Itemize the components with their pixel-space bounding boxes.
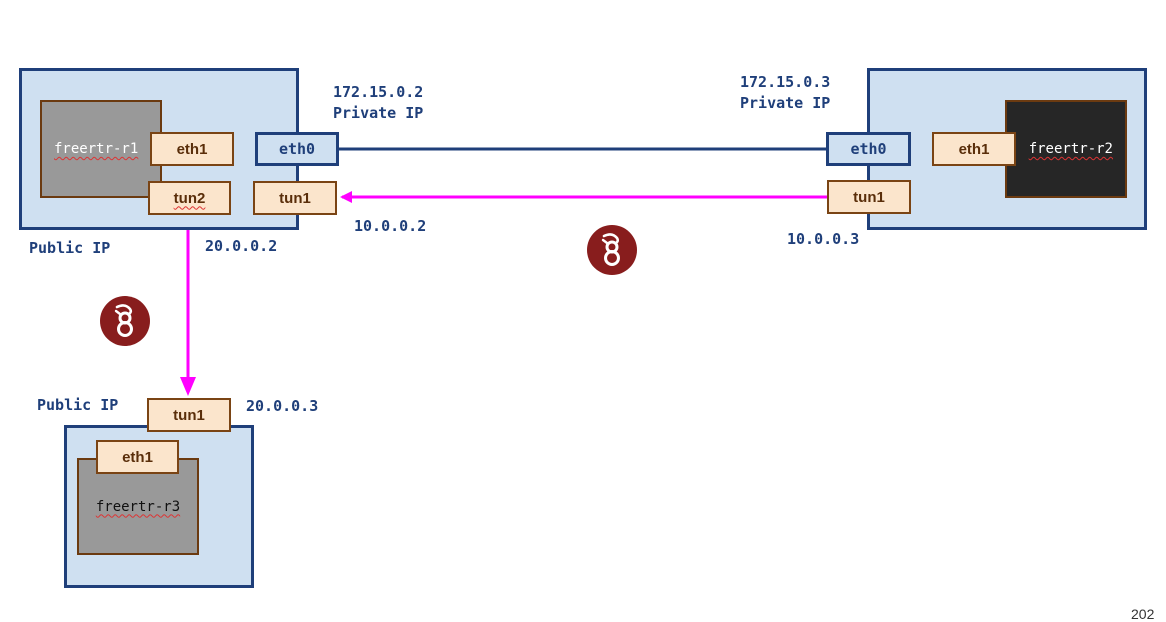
r1-public-caption: Public IP	[29, 239, 111, 257]
r2-tun1-ip: 10.0.0.3	[787, 230, 860, 248]
r3-tun1-interface[interactable]: tun1	[147, 398, 231, 432]
r2-private-ip: 172.15.0.3	[740, 73, 831, 91]
r1-private-ip: 172.15.0.2	[333, 83, 424, 101]
r1-tun2-label: tun2	[173, 189, 206, 207]
r3-public-ip: 20.0.0.3	[246, 397, 319, 415]
tunnel-link-r1-r3-arrowhead	[180, 377, 196, 396]
r2-eth0-interface[interactable]: eth0	[826, 132, 911, 166]
router-r2[interactable]: freertr-r2	[1005, 100, 1127, 198]
r3-public-caption: Public IP	[37, 396, 119, 414]
router-r2-name: freertr-r2	[1028, 141, 1113, 157]
r3-eth1-interface[interactable]: eth1	[96, 440, 179, 474]
wireguard-icon	[100, 296, 150, 346]
r1-eth0-interface[interactable]: eth0	[255, 132, 339, 166]
r1-private-caption: Private IP	[333, 104, 424, 122]
r2-eth1-interface[interactable]: eth1	[932, 132, 1016, 166]
r1-tun1-interface[interactable]: tun1	[253, 181, 337, 215]
r2-tun1-interface[interactable]: tun1	[827, 180, 911, 214]
wireguard-icon	[587, 225, 637, 275]
r2-private-caption: Private IP	[740, 94, 831, 112]
r1-tun1-ip: 10.0.0.2	[354, 217, 427, 235]
footer-text: 202	[1131, 606, 1155, 622]
r1-tun2-interface[interactable]: tun2	[148, 181, 231, 215]
router-r3-name: freertr-r3	[95, 498, 181, 515]
router-r1-name: freertr-r1	[54, 141, 139, 157]
router-r1[interactable]: freertr-r1	[40, 100, 162, 198]
r1-eth1-interface[interactable]: eth1	[150, 132, 234, 166]
r1-public-ip: 20.0.0.2	[205, 237, 278, 255]
